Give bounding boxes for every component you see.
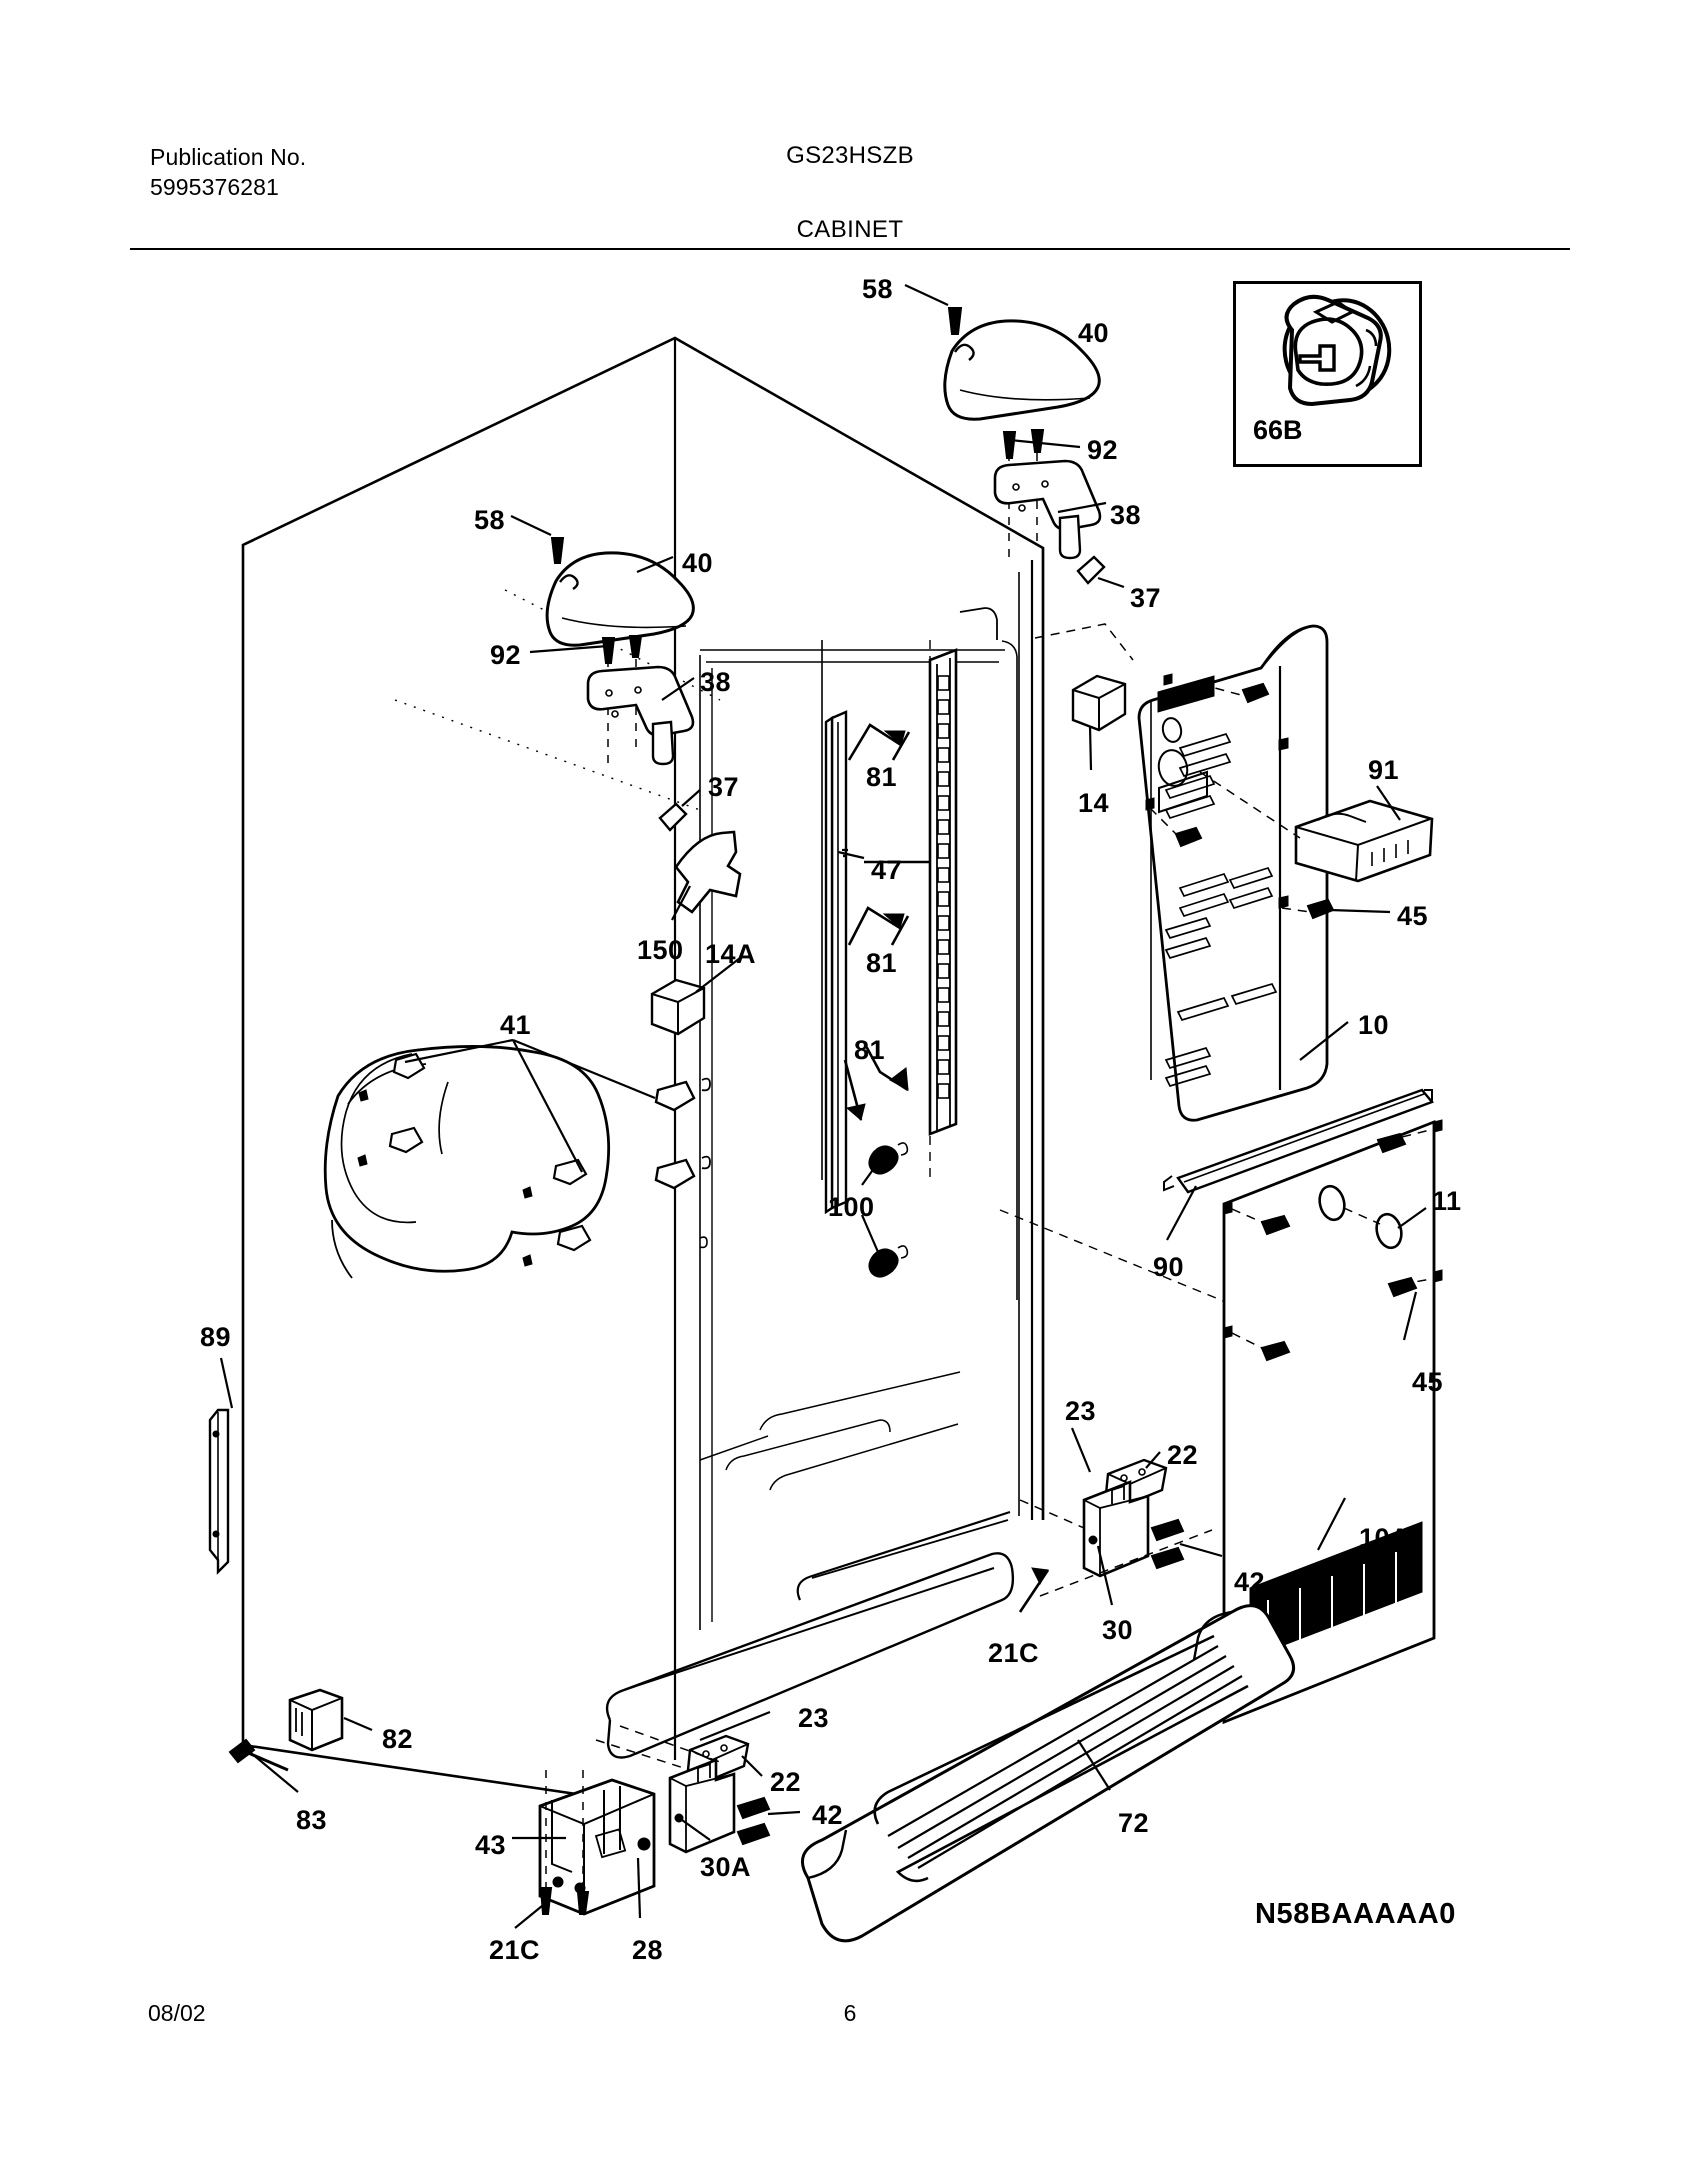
callout-58: 58	[862, 274, 894, 304]
lower-hinge-center	[512, 1710, 801, 1929]
callout-21C: 21C	[988, 1638, 1040, 1668]
callout-14A: 14A	[705, 939, 757, 969]
publication-block: Publication No. 5995376281	[150, 142, 306, 203]
callout-47: 47	[871, 855, 903, 885]
callout-38: 38	[1110, 500, 1142, 530]
screw-58-left	[550, 537, 565, 564]
callout-100: 100	[828, 1192, 875, 1222]
callout-10: 10	[1358, 1010, 1390, 1040]
publication-label: Publication No.	[150, 144, 307, 170]
publication-number: 5995376281	[150, 174, 279, 201]
callout-150: 150	[637, 935, 684, 965]
mounting-bracket-150	[671, 830, 742, 921]
callout-81: 81	[866, 948, 898, 978]
back-access-cover	[1222, 1119, 1443, 1725]
side-panel-89	[208, 1357, 234, 1575]
drawing-code: N58BAAAAA0	[1255, 1898, 1456, 1930]
screw-92-left	[601, 635, 643, 664]
callout-41: 41	[500, 1010, 532, 1040]
callout-37: 37	[1130, 583, 1162, 613]
screw-58-top	[947, 307, 963, 335]
callout-22: 22	[770, 1767, 802, 1797]
section-title: CABINET	[796, 216, 904, 243]
callout-14: 14	[1078, 788, 1110, 818]
callout-23: 23	[798, 1703, 830, 1733]
model-number: GS23HSZB	[786, 142, 914, 169]
callout-22: 22	[1167, 1440, 1199, 1470]
callout-37: 37	[708, 772, 740, 802]
callout-40: 40	[682, 548, 714, 578]
hinge-group-left	[510, 515, 701, 832]
callout-89: 89	[200, 1322, 232, 1352]
shelf-support-rails	[824, 648, 958, 1215]
footer-page-number: 6	[843, 2000, 857, 2026]
callout-45: 45	[1397, 901, 1429, 931]
callout-92: 92	[1087, 435, 1119, 465]
callout-45: 45	[1412, 1367, 1444, 1397]
callout-43: 43	[475, 1830, 507, 1860]
screw-92-top	[1002, 429, 1045, 459]
toe-grille	[800, 1604, 1296, 1943]
inset-label-66b: 66B	[1253, 415, 1303, 445]
callout-11: 11	[1432, 1186, 1462, 1216]
callout-83: 83	[296, 1805, 328, 1835]
callout-38: 38	[700, 667, 732, 697]
callout-72: 72	[1118, 1808, 1150, 1838]
callout-23: 23	[1065, 1396, 1097, 1426]
callout-30A: 30A	[700, 1852, 752, 1882]
leveling-hardware	[228, 1688, 373, 1793]
callout-58: 58	[474, 505, 506, 535]
header-rule	[130, 248, 1570, 250]
callout-30: 30	[1102, 1615, 1134, 1645]
callout-91: 91	[1368, 755, 1400, 785]
callout-42: 42	[812, 1800, 844, 1830]
trim-strip	[1163, 1088, 1435, 1241]
insulation-pad	[323, 1038, 711, 1279]
callout-81: 81	[854, 1035, 886, 1065]
callout-81: 81	[866, 762, 898, 792]
callout-92: 92	[490, 640, 522, 670]
machine-compartment-panel	[1034, 623, 1434, 1122]
callout-21C: 21C	[489, 1935, 541, 1965]
callout-90: 90	[1153, 1252, 1185, 1282]
callout-82: 82	[382, 1724, 414, 1754]
wire-clip-14	[1071, 674, 1127, 771]
cabinet-shell	[241, 336, 1271, 1802]
callout-40: 40	[1078, 318, 1110, 348]
callout-42: 42	[1234, 1567, 1266, 1597]
callout-28: 28	[632, 1935, 664, 1965]
footer-date: 08/02	[148, 2000, 206, 2026]
callout-10A: 10A	[1359, 1523, 1411, 1553]
